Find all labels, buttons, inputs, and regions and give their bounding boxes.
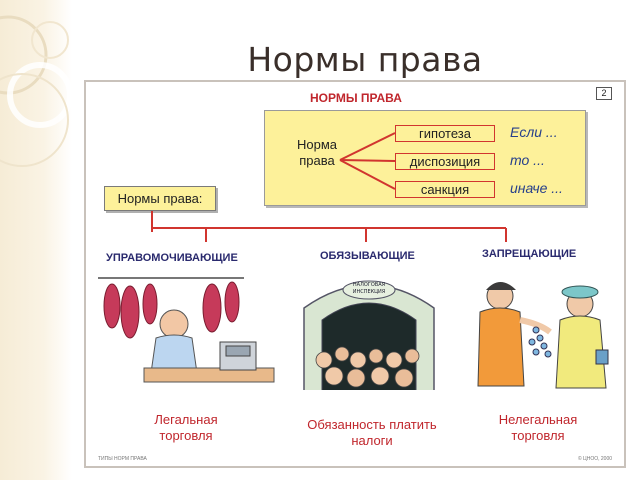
- condition-if: Если ...: [510, 124, 558, 140]
- figure-footer-right: © ЦНОО, 2000: [577, 456, 612, 462]
- butcher-illustration: [98, 277, 275, 383]
- caption-tax-duty: Обязанность платить налоги: [307, 417, 437, 448]
- term-sanction: санкция: [395, 181, 495, 198]
- condition-else: иначе ...: [510, 180, 563, 196]
- caption-legal-trade: Легальная торговля: [154, 412, 218, 443]
- caption-illegal-trade: Нелегальная торговля: [498, 412, 578, 443]
- norm-label: Норма права: [296, 137, 337, 168]
- tax-office-illustration: НАЛОГОВАЯ ИНСПЕКЦИЯ: [303, 280, 435, 390]
- norms-diagram: 2 НОРМЫ ПРАВА Норма права гипотеза диспо…: [84, 80, 626, 468]
- page-number: 2: [596, 87, 612, 100]
- connector-lines: [151, 132, 507, 242]
- term-hypothesis: гипотеза: [395, 125, 495, 142]
- figure-footer-left: ТИПЫ НОРМ ПРАВА: [98, 456, 147, 462]
- norm-types-box: Нормы права:: [104, 186, 216, 211]
- left-ornament: [0, 0, 72, 480]
- type-obliging: ОБЯЗЫВАЮЩИЕ: [320, 250, 415, 262]
- condition-then: то ...: [510, 152, 545, 168]
- diagram-heading: НОРМЫ ПРАВА: [310, 91, 402, 105]
- type-prohibiting: ЗАПРЕЩАЮЩИЕ: [482, 248, 577, 260]
- ornament-circles: [0, 15, 72, 167]
- type-empowering: УПРАВОМОЧИВАЮЩИЕ: [106, 252, 238, 264]
- term-disposition: диспозиция: [395, 153, 495, 170]
- street-trade-illustration: [477, 282, 609, 389]
- svg-text:ИНСПЕКЦИЯ: ИНСПЕКЦИЯ: [353, 289, 386, 295]
- slide-title: Нормы права: [247, 40, 483, 79]
- tax-office-sign: НАЛОГОВАЯ: [353, 282, 385, 288]
